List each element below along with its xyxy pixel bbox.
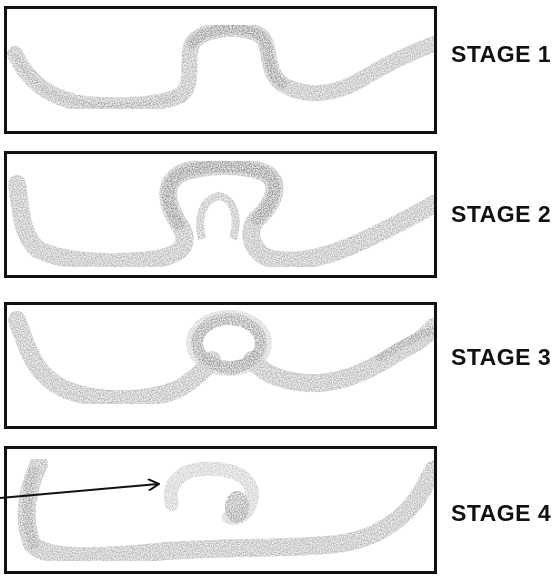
stage-1-label: STAGE 1 [451, 43, 551, 66]
stage-2-tissue-drawing [7, 154, 434, 275]
stage-2-panel [4, 151, 437, 278]
stage-4-label: STAGE 4 [451, 502, 551, 525]
stage-1-tissue-drawing [7, 9, 434, 131]
stage-3-tissue-drawing [7, 305, 434, 426]
stage-4-panel [4, 446, 437, 574]
stage-2-label: STAGE 2 [451, 203, 551, 226]
stage-3-panel [4, 302, 437, 429]
stage-4-tissue-drawing [7, 449, 434, 571]
stage-3-label: STAGE 3 [451, 346, 551, 369]
stage-1-panel [4, 6, 437, 134]
